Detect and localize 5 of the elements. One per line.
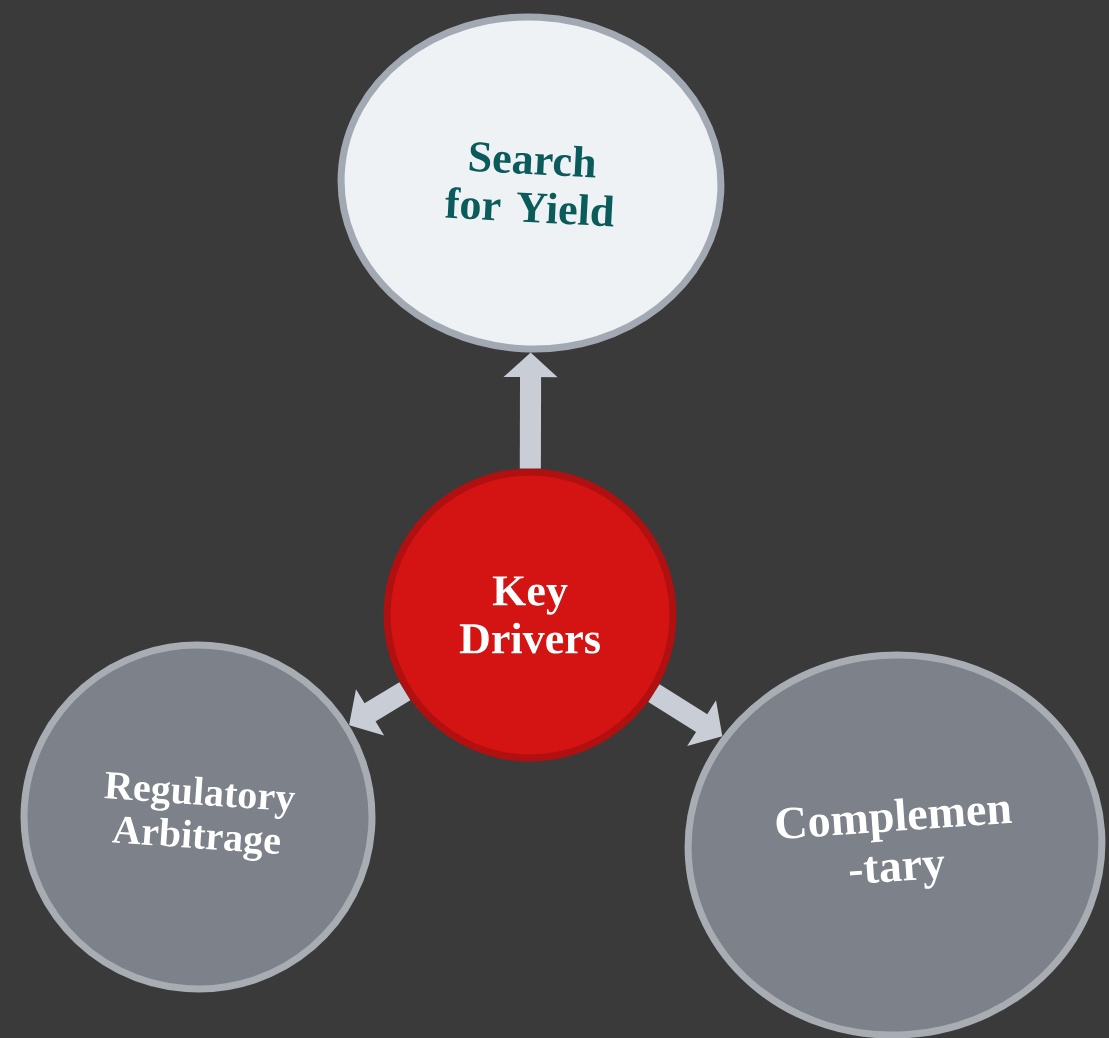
ellipse-node: Search for Yield <box>337 13 725 353</box>
block-arrow <box>349 682 411 736</box>
circle-node: Key Drivers <box>383 468 677 762</box>
circle-node: Regulatory Arbitrage <box>20 641 376 993</box>
circle-node: Complemen -tary <box>685 651 1105 1038</box>
